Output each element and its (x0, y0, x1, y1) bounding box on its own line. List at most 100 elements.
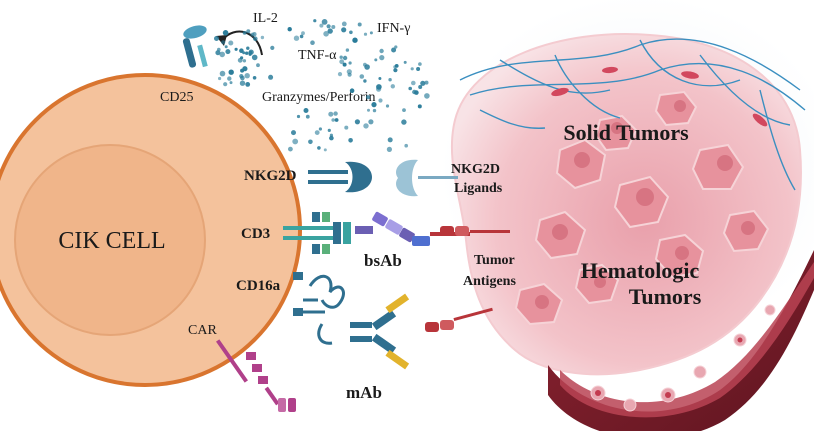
cytokine-dot (288, 146, 293, 152)
cytokine-dot (327, 28, 333, 34)
cytokine-dot (331, 25, 336, 29)
cytokine-dot (410, 67, 414, 71)
cytokine-dot (223, 82, 228, 87)
cytokine-dot (293, 35, 300, 41)
cd25-label: CD25 (160, 90, 193, 105)
cytokine-dot (379, 48, 384, 54)
cytokine-dot (301, 31, 305, 36)
cytokine-dot (214, 36, 219, 41)
cytokine-dot (228, 69, 234, 75)
cytokine-dot (223, 30, 227, 34)
cytokine-dot (349, 88, 355, 93)
tumor-antigens-label-line2: Antigens (463, 274, 516, 289)
tumor-antigen-icon (440, 226, 510, 236)
cytokine-dot (323, 31, 329, 37)
cytokine-dot (250, 32, 255, 37)
cytokine-dot (394, 45, 398, 49)
cytokine-dot (314, 130, 320, 136)
cytokine-dot (228, 40, 234, 46)
cytokine-dot (308, 139, 313, 145)
cytokine-dot (408, 86, 413, 91)
cytokine-dot (268, 74, 274, 80)
cytokine-dot (227, 76, 232, 81)
hematologic-tumors-label-line2: Tumors (629, 284, 702, 309)
cytokine-dot (305, 114, 310, 119)
cytokine-dot (378, 98, 383, 103)
cytokine-dot (424, 80, 429, 85)
cytokine-dot (242, 59, 247, 63)
cik-cell-label: CIK CELL (58, 228, 165, 254)
cytokine-dot (364, 64, 370, 70)
cytokine-dots (214, 19, 430, 152)
cytokine-dot (371, 102, 377, 108)
cytokine-dot (318, 127, 322, 131)
cytokine-dot (354, 119, 360, 125)
mab-label: mAb (346, 383, 382, 402)
cytokine-dot (416, 67, 421, 71)
nkg2d-ligand-icon (396, 159, 458, 197)
cytokine-dot (374, 58, 378, 62)
cytokine-dot (326, 24, 331, 29)
cytokine-dot (246, 29, 251, 34)
cytokine-dot (215, 50, 221, 56)
nkg2d-label: NKG2D (244, 168, 297, 184)
cytokine-dot (378, 77, 382, 80)
cd3-tcr-complex-icon (283, 212, 351, 254)
cytokine-dot (219, 51, 225, 58)
blood-vessel-icon (548, 250, 814, 431)
cytokine-dot (363, 32, 368, 36)
cytokine-dot (242, 66, 248, 72)
cytokine-dot (219, 70, 226, 77)
granzymes-label: Granzymes/Perforin (262, 90, 376, 105)
cytokine-dot (349, 30, 353, 35)
cytokine-dot (248, 52, 252, 56)
cytokine-dot (246, 46, 250, 50)
cytokine-dot (345, 48, 350, 52)
cytokine-dot (224, 45, 228, 49)
cytokine-dot (376, 86, 382, 92)
cytokine-dot (357, 22, 362, 27)
cytokine-dot (424, 93, 430, 99)
car-receptor-icon (216, 339, 296, 412)
cytokine-dot (234, 47, 238, 51)
cytokine-dot (341, 21, 347, 27)
cytokine-dot (414, 90, 419, 95)
cytokine-dot (323, 148, 327, 152)
nkg2d-receptor-icon (308, 161, 372, 193)
cytokine-dot (363, 123, 369, 129)
capillary-network (459, 38, 806, 191)
cytokine-dot (245, 51, 249, 55)
cytokine-dot (251, 54, 258, 61)
cytokine-dot (418, 85, 423, 89)
tnf-label: TNF-α (298, 48, 337, 63)
bsab-label: bsAb (364, 251, 402, 270)
il2-label: IL-2 (253, 11, 278, 26)
solid-tumors-label: Solid Tumors (563, 120, 689, 145)
ifn-label: IFN-γ (377, 21, 410, 36)
cytokine-dot (390, 84, 395, 89)
cytokine-dot (244, 73, 250, 79)
cytokine-dot (221, 40, 226, 45)
cytokine-dot (225, 49, 231, 55)
cytokine-dot (270, 45, 275, 51)
mab-antibody-icon (350, 293, 410, 370)
cytokine-dot (359, 74, 365, 79)
cytokine-dot (260, 35, 265, 40)
cytokine-dot (402, 108, 406, 112)
cytokine-dot (253, 36, 258, 41)
cytokine-dot (342, 55, 348, 61)
cytokine-dot (291, 130, 296, 136)
cytokine-dot (317, 146, 321, 150)
cytokine-dot (334, 118, 339, 122)
cytokine-dot (403, 60, 407, 64)
cytokine-dot (339, 59, 345, 65)
cytokine-dot (401, 119, 407, 125)
cytokine-dot (292, 138, 299, 145)
cytokine-dot (252, 76, 257, 80)
cytokine-dot (386, 146, 392, 152)
cytokine-dot (348, 138, 353, 143)
cytokine-dot (348, 61, 352, 65)
cytokine-dot (242, 31, 247, 35)
cytokine-dot (327, 128, 331, 132)
cytokine-dot (417, 104, 422, 109)
